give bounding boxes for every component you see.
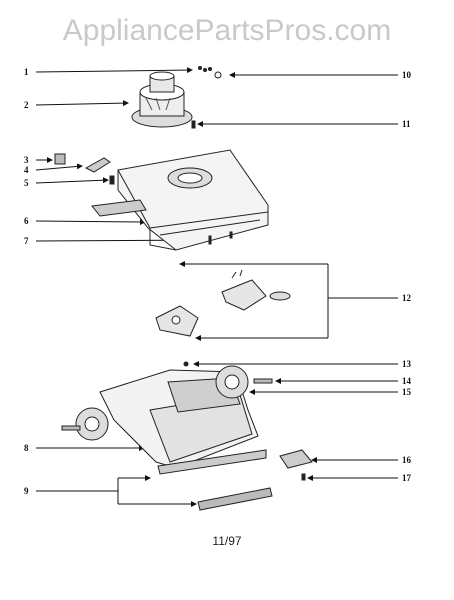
callout-13: 13 [402, 359, 412, 369]
callout-1: 1 [24, 67, 29, 77]
callout-8: 8 [24, 443, 29, 453]
motor-assembly [131, 71, 193, 128]
belt-cover-parts [155, 269, 291, 337]
callout-9: 9 [24, 486, 29, 496]
callout-11: 11 [402, 119, 411, 129]
callout-16: 16 [402, 455, 412, 465]
motor-housing [91, 149, 269, 251]
base-and-wheels [61, 361, 313, 511]
callout-2: 2 [24, 100, 29, 110]
callout-6: 6 [24, 216, 29, 226]
callout-12: 12 [402, 293, 412, 303]
callout-7: 7 [24, 236, 29, 246]
leader-lines [35, 67, 398, 507]
callout-3: 3 [24, 155, 29, 165]
small-parts-top [54, 66, 222, 185]
callout-14: 14 [402, 376, 412, 386]
callout-10: 10 [402, 70, 412, 80]
callout-15: 15 [402, 387, 412, 397]
callout-17: 17 [402, 473, 412, 483]
revision-date: 11/97 [212, 534, 242, 548]
callout-5: 5 [24, 178, 29, 188]
watermark: AppliancePartsPros.com [62, 14, 392, 47]
callout-4: 4 [24, 165, 29, 175]
callout-numbers: 1 2 3 4 5 6 7 8 9 10 11 12 13 14 15 16 1… [24, 67, 412, 496]
